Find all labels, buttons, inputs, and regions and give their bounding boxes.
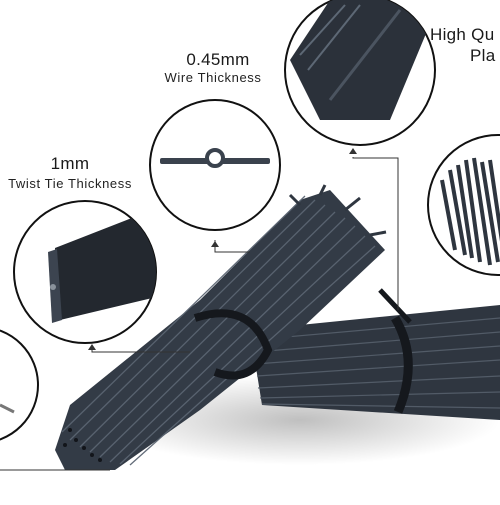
twist-tie-thickness-circle [13, 200, 157, 344]
diagonal-bundle [55, 184, 387, 470]
profile-closeup-circle [284, 0, 436, 146]
wire-thickness-circle [149, 99, 281, 231]
wire-thickness-value: 0.45mm [186, 50, 250, 69]
twist-thickness-value: 1mm [50, 154, 90, 173]
wire-closeup-circle [0, 329, 39, 441]
horizontal-bundle [250, 288, 500, 420]
quality-heading-line1: High Qu [430, 25, 495, 44]
pointer-lines [0, 157, 399, 471]
wire-thickness-caption: Wire Thickness [164, 70, 262, 85]
cable-tie-front [193, 309, 273, 380]
quality-heading-line2: Pla [470, 46, 496, 65]
twist-thickness-caption: Twist Tie Thickness [8, 176, 132, 191]
cable-tie-back [391, 315, 413, 414]
bundle-closeup-circle [427, 134, 500, 276]
